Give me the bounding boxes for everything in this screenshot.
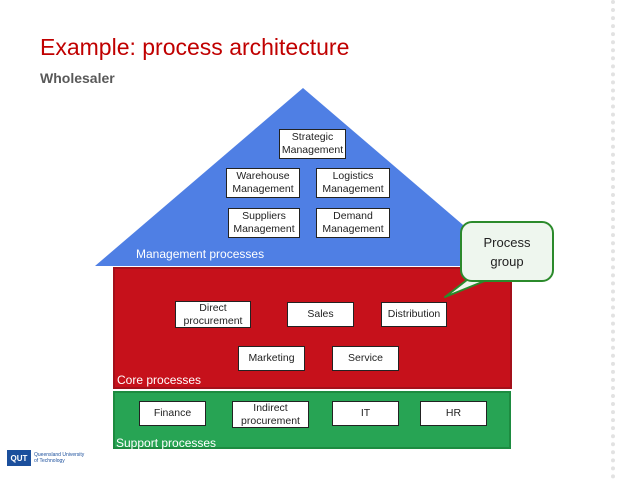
demand-management-box: Demand Management bbox=[316, 208, 390, 238]
direct-procurement-box: Direct procurement bbox=[175, 301, 251, 328]
marketing-box: Marketing bbox=[238, 346, 305, 371]
warehouse-management-box: Warehouse Management bbox=[226, 168, 300, 198]
logistics-management-box: Logistics Management bbox=[316, 168, 390, 198]
logo-text: Queensland University of Technology bbox=[34, 452, 85, 464]
finance-box: Finance bbox=[139, 401, 206, 426]
slide-title: Example: process architecture bbox=[40, 34, 350, 60]
support-processes-label: Support processes bbox=[116, 436, 217, 450]
callout-text: Process group bbox=[483, 234, 531, 269]
strategic-management-box: Strategic Management bbox=[279, 129, 346, 159]
distribution-box: Distribution bbox=[381, 302, 447, 327]
university-logo: QUT Queensland University of Technology bbox=[7, 449, 89, 467]
slide-subtitle: Wholesaler bbox=[40, 70, 115, 86]
management-processes-label: Management processes bbox=[136, 247, 265, 261]
suppliers-management-box: Suppliers Management bbox=[228, 208, 300, 238]
process-group-callout: Process group bbox=[460, 221, 554, 282]
indirect-procurement-box: Indirect procurement bbox=[232, 401, 309, 428]
management-processes-area bbox=[95, 88, 511, 266]
core-processes-label: Core processes bbox=[117, 373, 202, 387]
core-processes-area bbox=[113, 267, 512, 389]
it-box: IT bbox=[332, 401, 399, 426]
hr-box: HR bbox=[420, 401, 487, 426]
service-box: Service bbox=[332, 346, 399, 371]
decorative-dotted-border bbox=[611, 0, 637, 479]
sales-box: Sales bbox=[287, 302, 354, 327]
logo-mark: QUT bbox=[7, 450, 31, 466]
